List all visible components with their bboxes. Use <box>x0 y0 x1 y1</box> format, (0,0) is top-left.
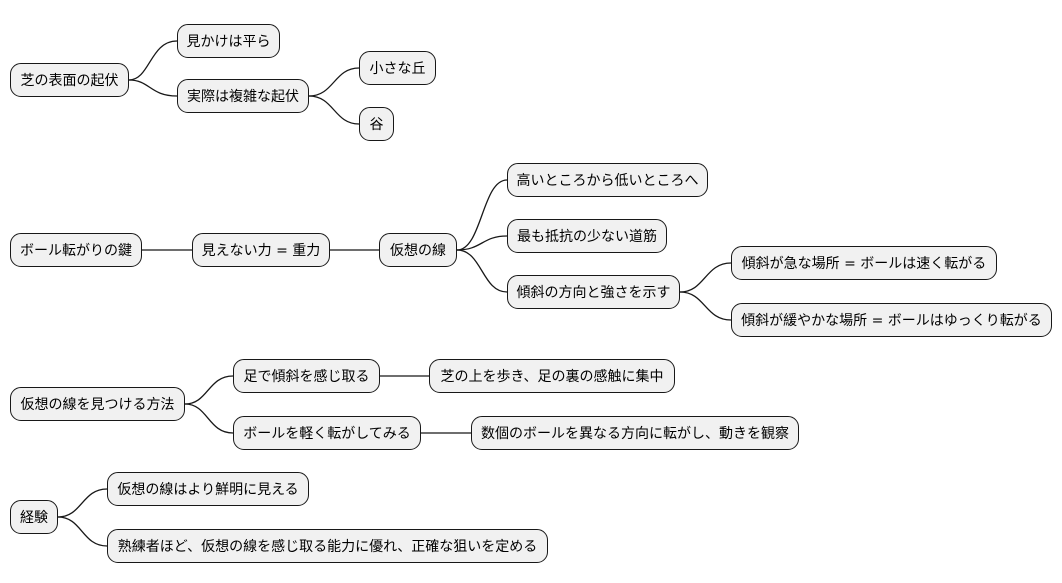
mindmap-root-node: 芝の表面の起伏 <box>10 63 129 97</box>
edge <box>679 291 732 321</box>
mindmap-node: 足で傾斜を感じ取る <box>233 359 380 393</box>
mindmap-node: 仮想の線はより鮮明に見える <box>107 472 309 506</box>
mindmap-node: 小さな丘 <box>359 51 436 85</box>
mindmap-root-node: 経験 <box>10 500 58 534</box>
edge <box>456 235 508 251</box>
mindmap-node: 傾斜が急な場所 = ボールは速く転がる <box>731 246 997 280</box>
edge <box>57 488 108 518</box>
mindmap-root-node: 仮想の線を見つける方法 <box>10 387 185 421</box>
mindmap-node: 傾斜が緩やかな場所 = ボールはゆっくり転がる <box>731 303 1052 337</box>
mindmap-node: 見かけは平ら <box>177 24 280 58</box>
mindmap-node: 熟練者ほど、仮想の線を感じ取る能力に優れ、正確な狙いを定める <box>107 529 548 563</box>
edge <box>128 40 178 81</box>
mindmap-node: 見えない力 = 重力 <box>192 233 330 267</box>
edge <box>128 79 178 97</box>
edge <box>456 179 508 251</box>
mindmap-node: 谷 <box>359 107 394 141</box>
mindmap-root-node: ボール転がりの鍵 <box>10 233 142 267</box>
mindmap-node: 最も抵抗の少ない道筋 <box>507 219 667 253</box>
mindmap-node: 実際は複雑な起伏 <box>177 79 309 113</box>
mindmap-node: 数個のボールを異なる方向に転がし、動きを観察 <box>471 416 799 450</box>
edge <box>57 516 108 547</box>
edge <box>308 67 360 97</box>
mindmap-node: ボールを軽く転がしてみる <box>233 416 421 450</box>
edge <box>184 403 234 434</box>
mindmap-node: 芝の上を歩き、足の裏の感触に集中 <box>429 359 675 393</box>
edge <box>308 95 360 125</box>
mindmap-node: 高いところから低いところへ <box>507 163 708 197</box>
mindmap-node: 傾斜の方向と強さを示す <box>507 275 680 309</box>
edge <box>456 249 508 293</box>
edge <box>184 375 234 405</box>
mindmap-node: 仮想の線 <box>379 233 457 267</box>
edge <box>679 262 732 293</box>
